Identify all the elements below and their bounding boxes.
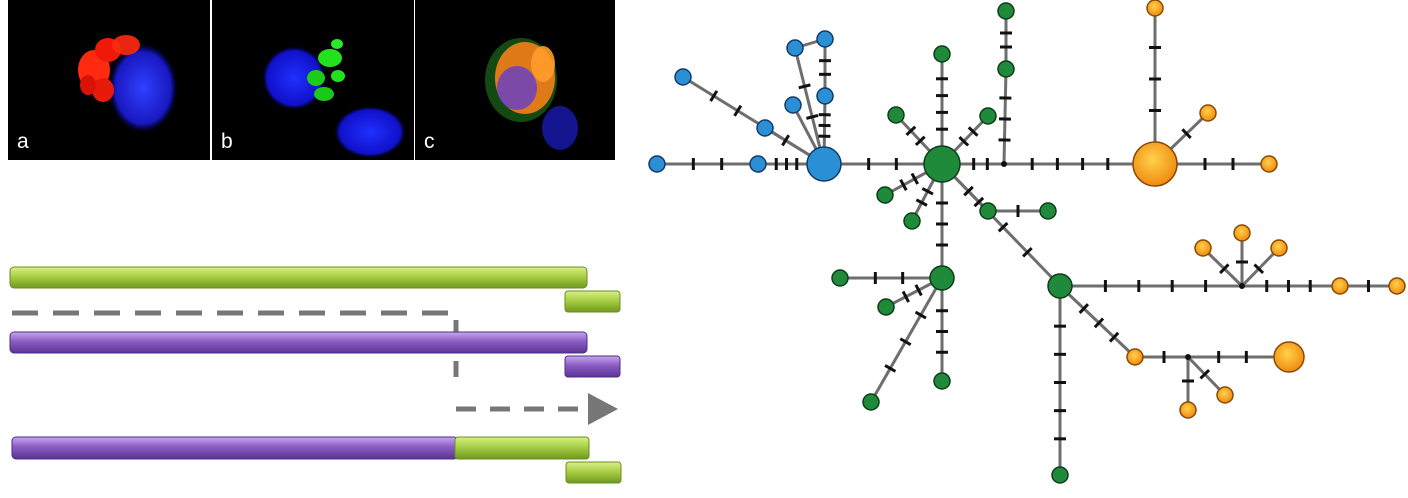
green-haplotype-node (887, 106, 905, 124)
orange-haplotype-node (1270, 239, 1288, 257)
network-edge (1240, 246, 1281, 288)
network-edge (940, 162, 1062, 288)
recombinant-purple-part (11, 436, 459, 460)
orange-haplotype-node (1179, 401, 1197, 419)
green-haplotype-node (997, 60, 1015, 78)
orange-haplotype-node (1216, 386, 1234, 404)
mutation-tick (997, 221, 1009, 233)
green-haplotype-node (1039, 202, 1057, 220)
network-edge (869, 277, 944, 403)
median-haplotype-node (1185, 354, 1191, 360)
green-genome-main (9, 266, 588, 289)
mutation-tick (914, 135, 926, 147)
mutation-tick (1022, 247, 1033, 258)
mutation-tick (910, 172, 919, 185)
green-haplotype-node (903, 212, 921, 230)
green-haplotype-node (862, 393, 880, 411)
mutation-tick (914, 284, 923, 297)
micrograph-image-b (262, 39, 406, 158)
mutation-tick (905, 125, 917, 137)
mutation-tick (798, 83, 811, 90)
recombinant-green-part (454, 436, 590, 460)
orange-haplotype-node (1273, 341, 1305, 373)
blue-haplotype-node (816, 30, 834, 48)
mutation-tick (973, 196, 985, 208)
mutation-tick (709, 90, 719, 102)
blue-haplotype-node (648, 155, 666, 173)
micrograph-image-a (78, 35, 178, 133)
green-haplotype-node (979, 107, 997, 125)
blue-haplotype-node (806, 146, 842, 182)
green-haplotype-node (876, 186, 894, 204)
panel-label-b: b (221, 130, 233, 153)
green-haplotype-node (929, 265, 955, 291)
green-haplotype-node (831, 269, 849, 287)
mutation-tick (899, 178, 908, 191)
mutation-tick (1253, 263, 1265, 275)
mutation-tick (901, 290, 910, 303)
mutation-tick (1181, 128, 1192, 140)
orange-haplotype-node (1331, 277, 1349, 295)
micrograph-panel-c: c (415, 0, 615, 160)
mutation-tick (921, 187, 934, 196)
mutation-tick (1108, 331, 1120, 343)
network-edge (1058, 284, 1137, 359)
mutation-tick (733, 104, 743, 117)
mutation-tick (914, 310, 927, 320)
green-haplotype-node (933, 45, 951, 63)
blue-haplotype-node (784, 96, 802, 114)
haplotype-network (648, 0, 1406, 484)
median-haplotype-node (1001, 161, 1007, 167)
mutation-tick (781, 134, 791, 147)
mutation-tick (915, 198, 928, 207)
mutation-tick (1078, 303, 1090, 314)
blue-haplotype-node (674, 68, 692, 86)
recombinant-green-segment (565, 461, 622, 484)
blue-haplotype-node (749, 155, 767, 173)
mutation-tick (884, 364, 897, 373)
purple-genome-segment (564, 355, 621, 378)
panel-label-a: a (17, 130, 29, 153)
mutation-tick (899, 337, 912, 347)
orange-haplotype-node (1199, 104, 1217, 122)
orange-haplotype-node (1388, 277, 1406, 295)
mutation-tick (958, 136, 970, 147)
network-edge (793, 47, 826, 165)
orange-haplotype-node (1126, 348, 1144, 366)
green-haplotype-node (1047, 273, 1073, 299)
purple-genome-main (9, 331, 588, 354)
network-edge (1186, 355, 1227, 397)
blue-haplotype-node (786, 39, 804, 57)
orange-haplotype-node (1146, 0, 1164, 17)
network-edge (1002, 68, 1008, 165)
orange-haplotype-node (1233, 224, 1251, 242)
green-haplotype-node (1051, 466, 1069, 484)
green-haplotype-node (923, 145, 961, 183)
mutation-tick (963, 185, 974, 197)
mutation-tick (1199, 368, 1211, 380)
orange-haplotype-node (1132, 141, 1178, 187)
micrograph-image-c (485, 38, 578, 150)
mutation-tick (1093, 317, 1105, 329)
orange-haplotype-node (1194, 239, 1212, 257)
green-haplotype-node (933, 372, 951, 390)
orange-haplotype-node (1260, 155, 1278, 173)
micrograph-panel-a: a (8, 0, 210, 160)
mutation-tick (1219, 263, 1230, 275)
green-haplotype-node (979, 202, 997, 220)
median-haplotype-node (1239, 283, 1245, 289)
mutation-tick (806, 114, 819, 120)
panel-label-c: c (424, 130, 435, 153)
arrow-head-icon (588, 393, 618, 425)
green-haplotype-node (997, 2, 1015, 20)
micrograph-panel-b: b (212, 0, 414, 160)
template-switch-path (12, 310, 459, 377)
recombination-diagram (9, 266, 622, 484)
green-genome-segment (564, 290, 621, 313)
network-edge (1201, 246, 1244, 288)
mutation-tick (967, 126, 979, 137)
blue-haplotype-node (816, 87, 834, 105)
green-haplotype-node (877, 298, 895, 316)
blue-haplotype-node (756, 119, 774, 137)
